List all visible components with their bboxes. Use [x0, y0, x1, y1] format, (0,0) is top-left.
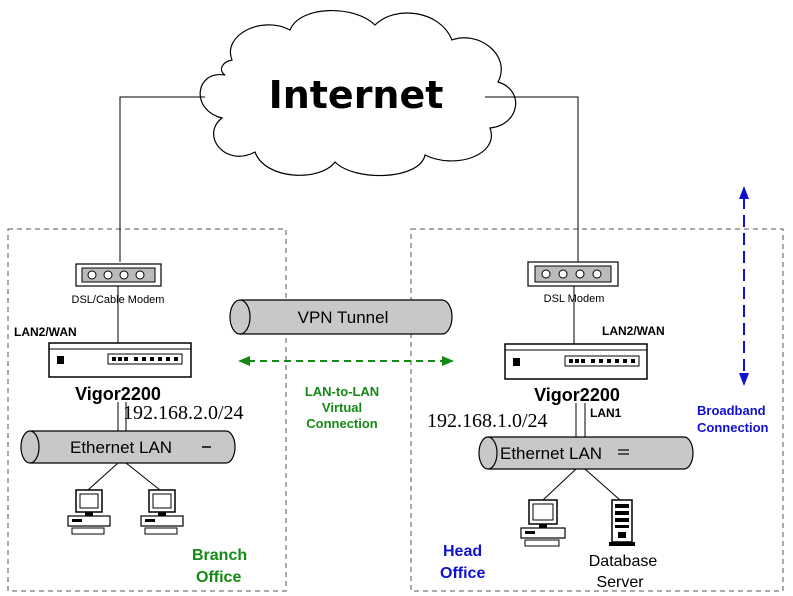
- head-office-line2: Office: [440, 565, 485, 582]
- modem-led-icon: [592, 269, 602, 279]
- modem-led-icon: [558, 269, 568, 279]
- arrow-left-icon: [238, 356, 250, 366]
- server-line2: Server: [596, 574, 644, 591]
- database-server: [609, 499, 635, 546]
- modem-led-icon: [135, 270, 145, 280]
- router-power-icon: [57, 356, 64, 364]
- head-lan-port-label: LAN1: [590, 406, 622, 420]
- branch-ethernet-lan: Ethernet LAN: [20, 430, 236, 464]
- arrow-up-icon: [739, 186, 749, 199]
- head-pc: [520, 499, 566, 547]
- modem-led-icon: [119, 270, 129, 280]
- broadband-line2: Connection: [697, 420, 769, 435]
- internet-cloud: Internet: [199, 9, 517, 177]
- keyboard-icon: [144, 527, 178, 535]
- head-pc-wire: [542, 468, 577, 501]
- arrow-down-icon: [739, 373, 749, 386]
- vpn-connection-line3: Connection: [306, 416, 378, 431]
- head-router-label: Vigor2200: [534, 385, 620, 405]
- broadband-arrow: [739, 186, 749, 386]
- branch-office-line2: Office: [196, 569, 241, 586]
- modem-led-icon: [103, 270, 113, 280]
- branch-pc-1: [67, 489, 111, 535]
- server-line1: Database: [589, 553, 658, 570]
- head-office-boundary: [410, 228, 784, 592]
- branch-pc1-wire: [87, 462, 119, 491]
- lan-to-lan-arrow: [238, 356, 454, 366]
- modem-led-icon: [541, 269, 551, 279]
- branch-pc2-wire: [125, 462, 161, 491]
- branch-subnet-label: 192.168.2.0/24: [123, 402, 244, 424]
- modem-led-icon: [87, 270, 97, 280]
- head-internet-line: [485, 96, 579, 262]
- vpn-connection-line1: LAN-to-LAN: [305, 384, 379, 399]
- broadband-line1: Broadband: [697, 403, 766, 418]
- computer-case-icon: [67, 515, 111, 527]
- head-ethernet-lan: Ethernet LAN: [478, 436, 694, 470]
- head-modem: [527, 261, 619, 287]
- branch-modem: [75, 263, 162, 287]
- internet-label: Internet: [269, 73, 444, 117]
- computer-case-icon: [520, 527, 566, 539]
- head-subnet-label: 192.168.1.0/24: [427, 410, 548, 432]
- arrow-right-icon: [442, 356, 454, 366]
- vpn-tunnel-label: VPN Tunnel: [298, 308, 389, 327]
- head-office-line1: Head: [443, 543, 482, 560]
- modem-led-icon: [575, 269, 585, 279]
- head-server-wire: [584, 468, 621, 501]
- branch-port-label: LAN2/WAN: [14, 325, 77, 339]
- branch-router: [48, 342, 192, 378]
- head-router: [504, 343, 648, 380]
- router-power-icon: [513, 358, 520, 366]
- branch-internet-line: [119, 96, 205, 262]
- keyboard-icon: [524, 539, 560, 547]
- branch-pc-2: [140, 489, 184, 535]
- head-lan-label: Ethernet LAN: [500, 444, 602, 463]
- branch-office-line1: Branch: [192, 547, 247, 564]
- vpn-connection-line2: Virtual: [322, 400, 362, 415]
- branch-router-label: Vigor2200: [75, 384, 161, 404]
- head-port-label: LAN2/WAN: [602, 324, 665, 338]
- keyboard-icon: [71, 527, 105, 535]
- computer-case-icon: [140, 515, 184, 527]
- branch-office-boundary: [7, 228, 287, 592]
- branch-lan-label: Ethernet LAN: [70, 438, 172, 457]
- vpn-tunnel: VPN Tunnel: [229, 299, 453, 335]
